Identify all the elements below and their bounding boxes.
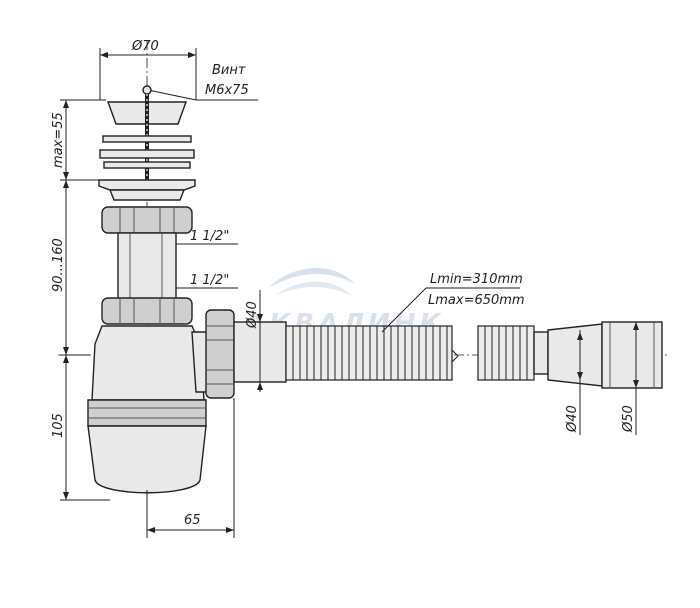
thread-upper-label: 1 1/2": [190, 229, 229, 244]
thread-callouts: 1 1/2" 1 1/2": [176, 229, 238, 289]
outlet-diameter-label: Ø40: [245, 301, 260, 329]
gasket-1: [102, 135, 192, 143]
hose-end-fitting: [533, 321, 663, 389]
outlet-elbow: [191, 309, 287, 399]
outlet-diameter-dimension: Ø40: [245, 290, 263, 392]
corrugated-hose-left: [285, 325, 459, 381]
screw-callout: Винт M6x75: [147, 63, 258, 101]
horizontal-offset-label: 65: [184, 513, 201, 528]
gasket-2: [99, 149, 195, 159]
lower-nut: [101, 297, 193, 325]
screw-title: Винт: [212, 63, 246, 78]
upper-nut: [101, 206, 193, 234]
watermark-wave-icon-2: [275, 281, 352, 296]
horizontal-offset-dimension: 65: [146, 398, 235, 538]
outlet-flange: [98, 179, 196, 191]
hose-length-max: Lmax=650mm: [428, 293, 525, 308]
top-diameter-label: Ø70: [131, 39, 159, 54]
hose-end-diameters: Ø40 Ø50: [565, 322, 639, 435]
height-mid-label: 90...160: [51, 238, 66, 292]
watermark-wave-icon: [268, 267, 355, 288]
gasket-3: [103, 161, 191, 169]
outlet-nut: [205, 309, 235, 399]
bottle-trap-body: [87, 325, 207, 494]
hose-end-outer-label: Ø50: [621, 405, 636, 433]
screw-size: M6x75: [205, 83, 249, 98]
height-top-label: max=55: [51, 112, 66, 168]
left-height-dimensions: max=55 90...160 105: [51, 99, 110, 501]
hose-end-inner-label: Ø40: [565, 405, 580, 433]
extension-tube: [117, 232, 177, 302]
hose-length-min: Lmin=310mm: [430, 272, 523, 287]
top-diameter-dimension: Ø70: [99, 39, 197, 100]
drain-grate-assembly: [98, 85, 196, 201]
height-bottom-label: 105: [51, 413, 66, 438]
thread-lower-label: 1 1/2": [190, 273, 229, 288]
hose-length-callout: Lmin=310mm Lmax=650mm: [381, 272, 525, 333]
corrugated-hose-right: [477, 325, 535, 381]
